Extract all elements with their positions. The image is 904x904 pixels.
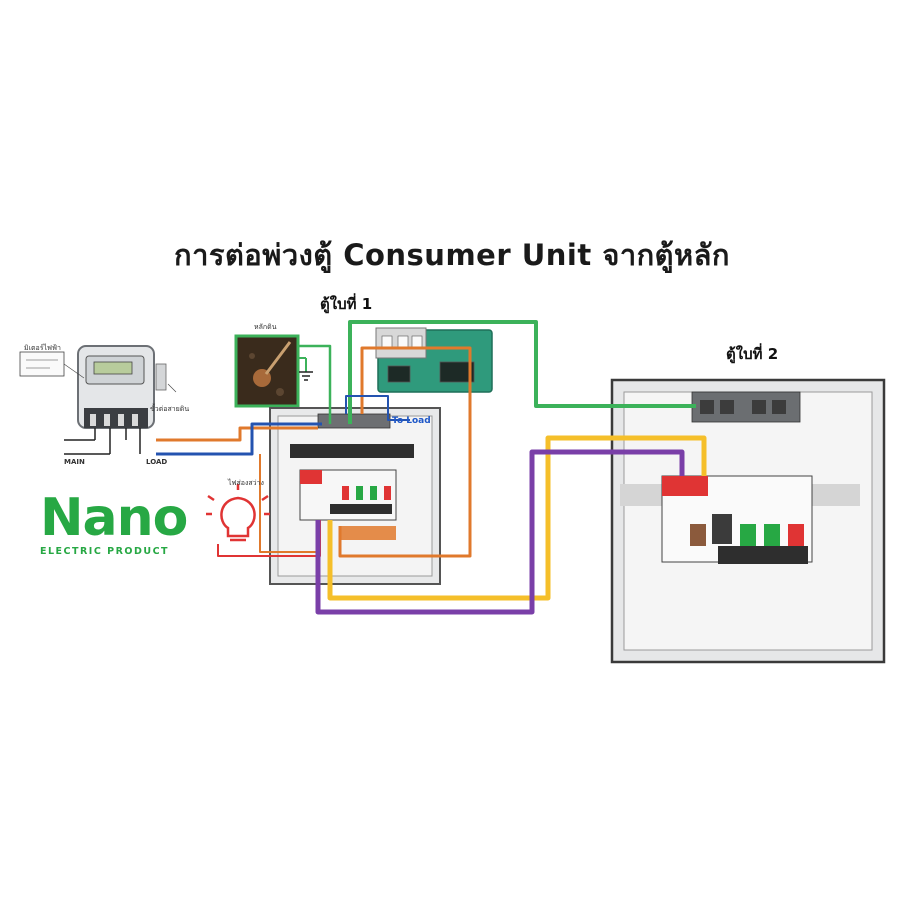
- meter-lines: [64, 428, 141, 455]
- meter-note: มิเตอร์ไฟฟ้า: [24, 344, 61, 352]
- purple-wire: [315, 449, 685, 615]
- ground-symbol: [298, 357, 313, 381]
- meter-side-note: ขั้วต่อสายดิน: [150, 405, 190, 413]
- blue-wire: [345, 395, 410, 421]
- green-wire: [348, 320, 696, 424]
- green-wire: [298, 344, 332, 424]
- lamp-icon: [206, 484, 270, 542]
- nano-logo: Nano ELECTRIC PRODUCT: [40, 488, 188, 557]
- lamp-label: ไฟส่องสว่าง: [228, 479, 264, 487]
- wires: [156, 320, 707, 615]
- logo-tagline: ELECTRIC PRODUCT: [40, 546, 170, 557]
- consumer-unit-2: [610, 378, 886, 664]
- ground-label: หลักดิน: [254, 323, 277, 331]
- unit-1-label: ตู้ใบที่ 1: [320, 295, 373, 313]
- orange-wire: [156, 426, 318, 442]
- meter-main-label: MAIN: [64, 458, 85, 466]
- meter-load-label: LOAD: [146, 458, 168, 466]
- consumer-unit-1: [269, 407, 441, 585]
- junction-board: [375, 327, 493, 393]
- to-load-label: To Load: [392, 416, 431, 426]
- yellow-wire: [327, 435, 707, 601]
- orange-wire: [259, 454, 320, 553]
- logo-wordmark: Nano: [40, 488, 188, 548]
- page-title: การต่อพ่วงตู้ Consumer Unit จากตู้หลัก: [174, 238, 730, 272]
- ground-rod-photo: [234, 334, 300, 408]
- electric-meter: [19, 345, 177, 429]
- orange-wire: [338, 346, 472, 558]
- unit-2-label: ตู้ใบที่ 2: [726, 345, 779, 363]
- blue-wire: [156, 422, 322, 456]
